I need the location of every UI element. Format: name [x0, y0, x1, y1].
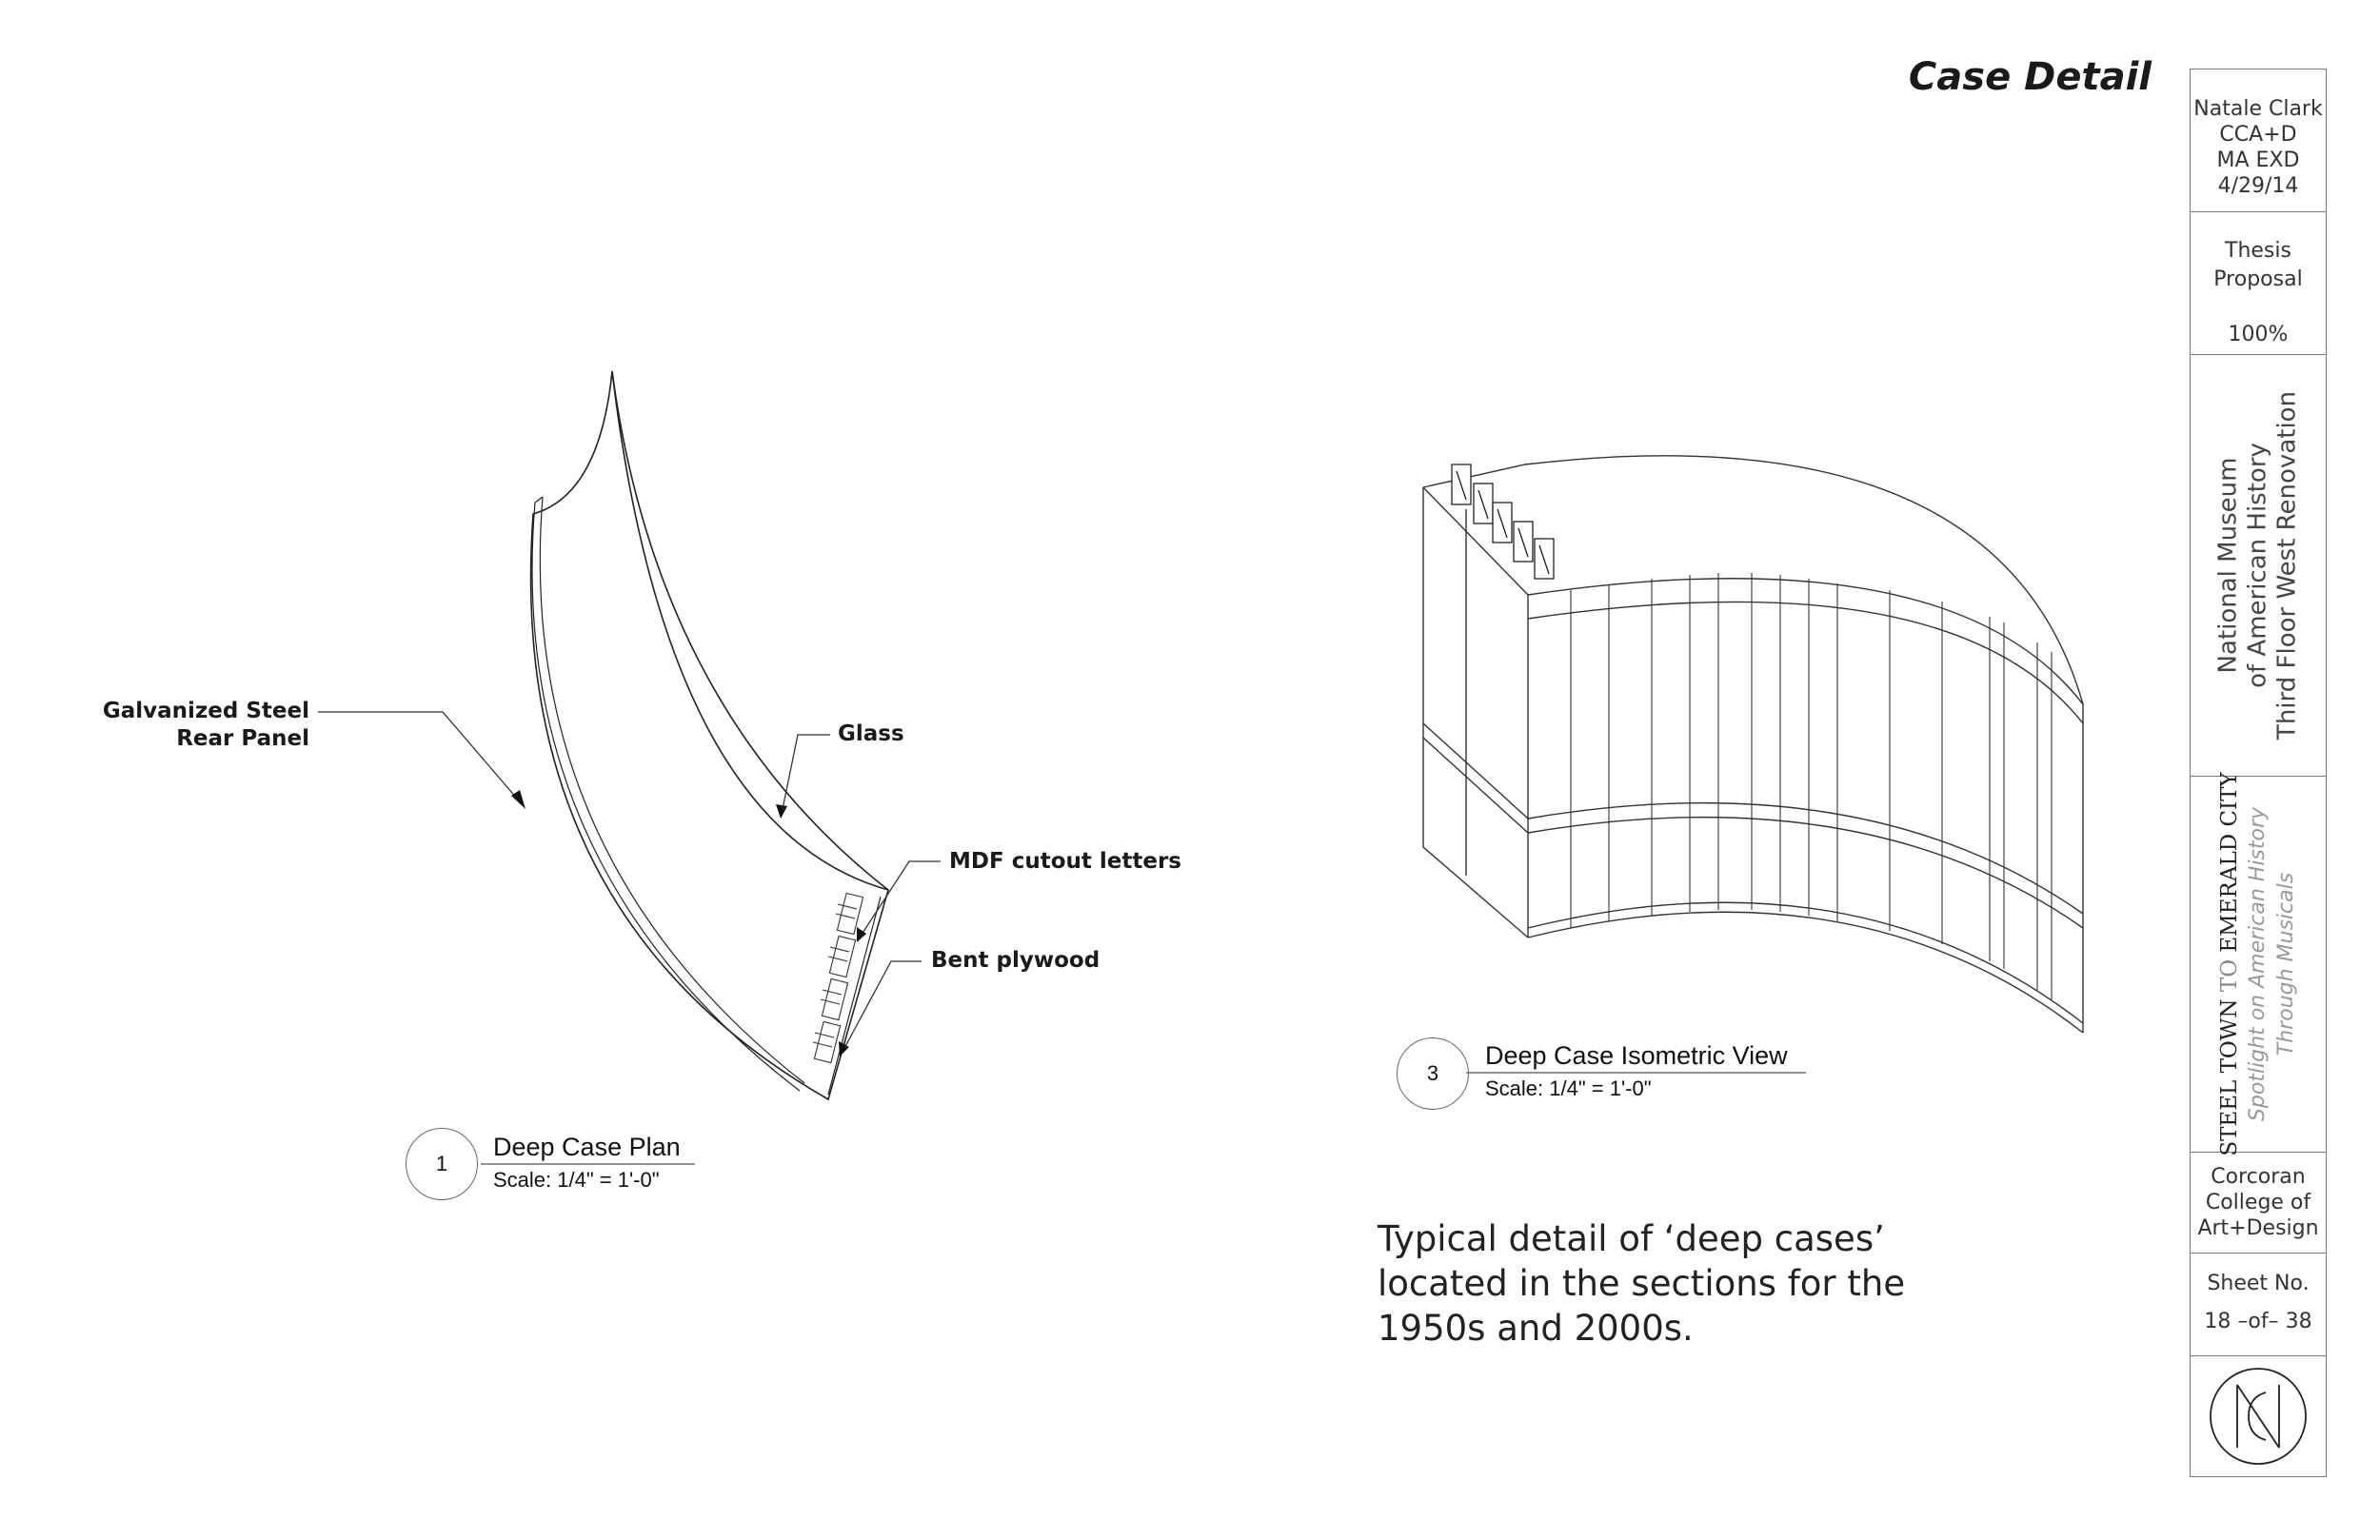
brand-subtitle-1: Spotlight on American History	[2246, 806, 2270, 1122]
callout-rear-panel-line-1: Galvanized Steel	[102, 699, 309, 723]
plan-bent-plywood	[827, 896, 882, 1096]
iso-top-surface	[1422, 455, 2084, 723]
author-name: Natale Clark	[2193, 97, 2323, 121]
phase-line-1: Thesis	[2225, 239, 2291, 263]
author-date: 4/29/14	[2217, 174, 2299, 198]
iso-mdf-letters	[1451, 464, 1555, 580]
brand-title: STEEL TOWN TO EMERALD CITY	[2215, 772, 2244, 1155]
description-line-3: 1950s and 2000s.	[1378, 1308, 1694, 1349]
title-block-school: Corcoran College of Art+Design	[2191, 1153, 2326, 1254]
phase-spacer	[2191, 294, 2326, 321]
title-block-author: Natale Clark CCA+D MA EXD 4/29/14	[2191, 69, 2326, 212]
sheet-number: 18 –of– 38	[2204, 1310, 2312, 1333]
nc-monogram-logo-icon	[2210, 1368, 2307, 1465]
project-line-3: Third Floor West Renovation	[2272, 390, 2302, 740]
author-school: CCA+D	[2219, 123, 2297, 147]
view-title-plan: Deep Case Plan	[493, 1133, 681, 1161]
project-line-1: National Museum	[2213, 457, 2243, 674]
view-number-iso: 3	[1397, 1037, 1469, 1110]
phase-percent: 100%	[2228, 323, 2289, 346]
title-block: Natale Clark CCA+D MA EXD 4/29/14 Thesis…	[2190, 69, 2327, 1477]
sheet-title: Case Detail	[1908, 55, 2152, 99]
description-line-2: located in the sections for the	[1378, 1263, 1906, 1304]
iso-panel-lines	[1570, 573, 2053, 999]
school-line-1: Corcoran	[2211, 1165, 2306, 1189]
title-block-logo	[2191, 1356, 2326, 1476]
plan-rear-panel	[539, 496, 805, 1084]
plan-glass-line	[611, 370, 889, 891]
callout-bent-plywood: Bent plywood	[931, 948, 1101, 973]
callout-glass: Glass	[838, 721, 904, 746]
plan-mdf-letters	[812, 892, 864, 1064]
deep-case-isometric-drawing	[1422, 455, 2084, 1034]
brand-title-b: TO	[2217, 952, 2242, 999]
callout-rear-panel: Galvanized Steel Rear Panel	[95, 699, 309, 751]
plan-leader-lines	[318, 711, 941, 1053]
plan-leader-arrows	[511, 790, 866, 1056]
title-block-brand: STEEL TOWN TO EMERALD CITY Spotlight on …	[2191, 772, 2326, 1156]
title-block-phase: Thesis Proposal 100%	[2191, 212, 2326, 355]
iso-base	[1527, 911, 2084, 1034]
phase-line-2: Proposal	[2213, 267, 2303, 291]
brand-title-a: STEEL TOWN	[2217, 998, 2242, 1156]
project-line-2: of American History	[2243, 443, 2272, 688]
view-number-plan: 1	[406, 1128, 478, 1200]
deep-case-plan-drawing	[318, 370, 941, 1101]
school-line-3: Art+Design	[2197, 1216, 2319, 1240]
sheet-label: Sheet No.	[2207, 1272, 2310, 1295]
brand-subtitle-2: Through Musicals	[2274, 872, 2298, 1056]
author-program: MA EXD	[2216, 148, 2300, 172]
view-title-iso: Deep Case Isometric View	[1485, 1041, 1788, 1070]
sheet-description: Typical detail of ‘deep cases’ located i…	[1378, 1216, 1949, 1351]
view-scale-plan: Scale: 1/4" = 1'-0"	[493, 1168, 660, 1192]
view-scale-iso: Scale: 1/4" = 1'-0"	[1485, 1076, 1652, 1100]
description-line-1: Typical detail of ‘deep cases’	[1378, 1218, 1885, 1259]
view-title-underlines	[481, 1072, 1806, 1165]
title-block-project: National Museum of American History Thir…	[2191, 355, 2326, 777]
plan-case-outline	[529, 370, 889, 1101]
title-block-sheet: Sheet No. 18 –of– 38	[2191, 1254, 2326, 1356]
callout-rear-panel-line-2: Rear Panel	[176, 726, 309, 751]
school-line-2: College of	[2205, 1191, 2311, 1214]
brand-title-c: EMERALD CITY	[2217, 772, 2242, 953]
callout-mdf-letters: MDF cutout letters	[949, 849, 1181, 874]
